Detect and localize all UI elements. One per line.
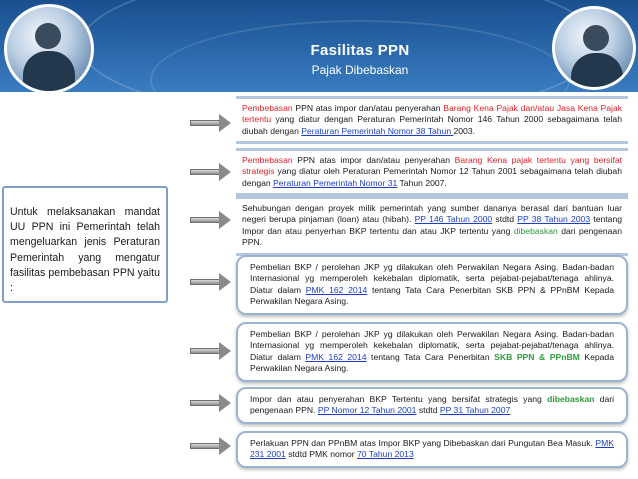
info-box-foreign-aid: Sehubungan dengan proyek milik pemerinta… (236, 196, 628, 256)
link-pp-31[interactable]: Peraturan Pemerintah Nomor 31 (273, 177, 398, 188)
info-box-foreign-rep-1: Pembelian BKP / perolehan JKP yg dilakuk… (236, 255, 628, 315)
business-photo-right (552, 6, 636, 90)
info-box-foreign-rep-2: Pembelian BKP / perolehan JKP yg dilakuk… (236, 322, 628, 382)
link-pp-12-2001[interactable]: PP Nomor 12 Tahun 2001 (317, 405, 417, 416)
info-box-pp12: Pembebasan PPN atas impor dan/atau penye… (236, 148, 628, 197)
link-pmk-231-2001[interactable]: PMK 231 2001 (250, 438, 614, 460)
link-pp-31-2007[interactable]: PP 31 Tahun 2007 (439, 405, 511, 416)
arrow-icon (190, 273, 231, 291)
link-pp-38-2003[interactable]: Peraturan Pemerintah Nomor 38 Tahun (301, 125, 454, 136)
header-banner (0, 0, 638, 92)
link-pmk-162-2014[interactable]: PMK 162 2014 (305, 351, 367, 362)
intro-text: Untuk melaksanakan mandat UU PPN ini Pem… (10, 206, 160, 295)
link-pmk-162-2014[interactable]: PMK 162 2014 (305, 284, 368, 295)
link-pp-146-2000[interactable]: PP 146 Tahun 2000 (414, 214, 493, 225)
link-pp-38-2003[interactable]: PP 38 Tahun 2003 (517, 214, 591, 225)
info-box-customs: Perlakuan PPN dan PPnBM atas Impor BKP y… (236, 431, 628, 468)
link-70-tahun-2013[interactable]: 70 Tahun 2013 (357, 449, 414, 460)
arrow-icon (190, 394, 231, 412)
slide-title: Fasilitas PPN (310, 42, 410, 59)
arrow-icon (190, 114, 231, 132)
arrow-icon (190, 437, 231, 455)
slide-subtitle: Pajak Dibebaskan (311, 63, 409, 77)
arrow-icon (190, 163, 231, 181)
intro-box: Untuk melaksanakan mandat UU PPN ini Pem… (2, 186, 168, 303)
arrow-icon (190, 342, 231, 360)
info-box-pp146: Pembebasan PPN atas impor dan/atau penye… (236, 96, 628, 145)
business-photo-left (4, 4, 94, 94)
info-box-strategic-goods: Impor dan atau penyerahan BKP Tertentu y… (236, 387, 628, 424)
arrow-icon (190, 211, 231, 229)
